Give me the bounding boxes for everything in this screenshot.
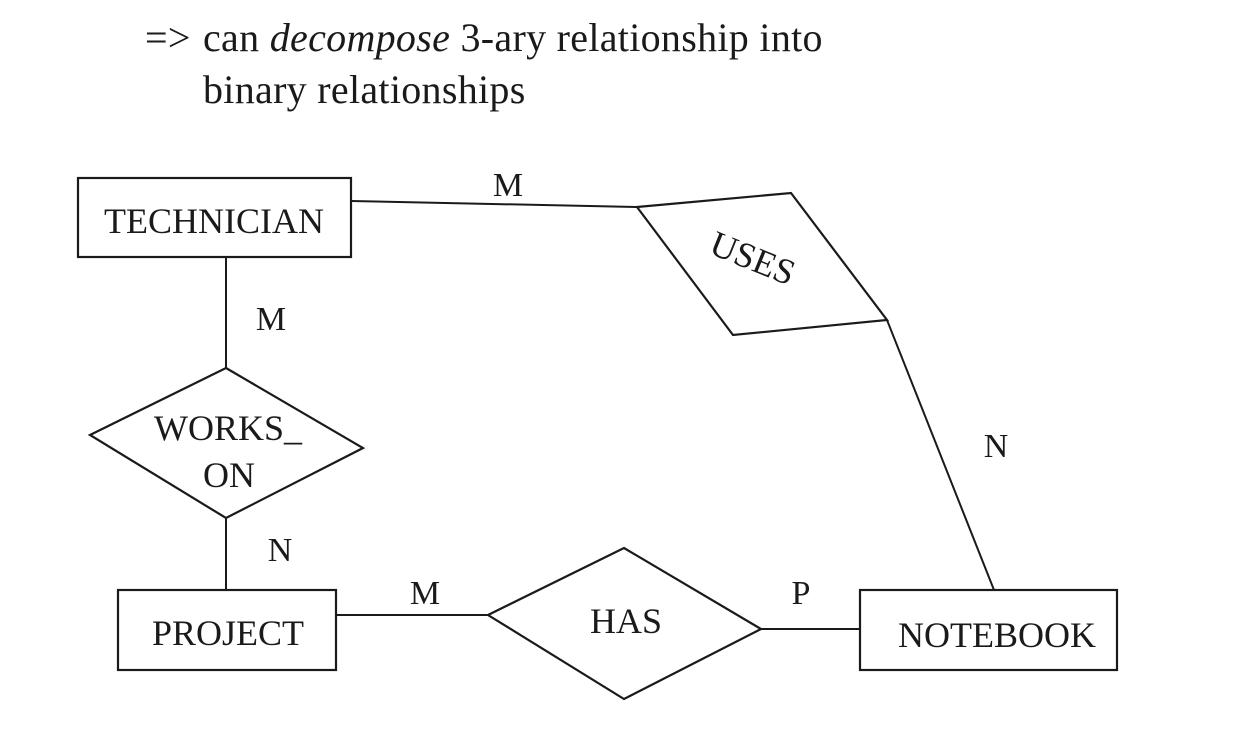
heading: =>can decompose 3-ary relationship into … (145, 12, 823, 116)
implication-arrow: => (145, 15, 191, 60)
cardinality-uses-notebook: N (984, 428, 1009, 465)
heading-line-2: binary relationships (145, 64, 823, 116)
entity-technician: TECHNICIAN (76, 176, 353, 259)
relationship-uses-label: USES (704, 223, 801, 293)
entity-technician-label: TECHNICIAN (104, 201, 324, 241)
relationship-has-label: HAS (590, 601, 662, 641)
heading-line-1: => can decompose 3-ary relationship into (145, 12, 823, 64)
entity-notebook-label: NOTEBOOK (898, 615, 1096, 655)
relationship-works-on-label-line-2: ON (203, 455, 255, 495)
entity-project-label: PROJECT (152, 613, 304, 653)
cardinality-technician-works-on: M (256, 301, 286, 338)
entity-notebook: NOTEBOOK (858, 588, 1119, 672)
heading-emphasis: decompose (269, 15, 451, 60)
relationship-has: HAS (485, 546, 764, 701)
heading-text-start: can (203, 15, 260, 60)
cardinality-project-has: M (410, 575, 440, 612)
cardinality-works-on-project: N (268, 532, 293, 569)
entity-project: PROJECT (116, 588, 338, 672)
relationship-works-on-label-line-1: WORKS_ (154, 408, 303, 448)
relationship-uses: USES (634, 191, 890, 337)
edge-technician-uses (350, 200, 638, 208)
heading-text-line-2: binary relationships (203, 67, 526, 112)
relationship-works-on: WORKS_ ON (87, 366, 366, 520)
cardinality-has-notebook: P (792, 575, 811, 612)
heading-text-end: 3-ary relationship into (460, 15, 823, 60)
edge-uses-notebook (886, 319, 995, 591)
cardinality-technician-uses: M (493, 167, 523, 204)
